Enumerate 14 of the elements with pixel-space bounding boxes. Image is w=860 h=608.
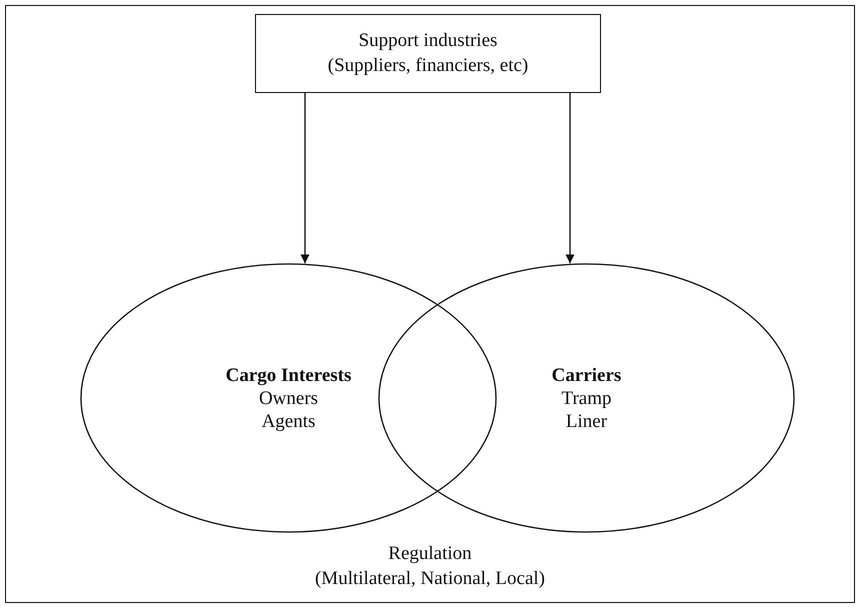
ellipse-text: Owners Agents	[258, 386, 318, 432]
ellipse-heading: Carriers	[552, 364, 622, 386]
frame-box	[5, 5, 855, 603]
box-subtext: (Multilateral, National, Local)	[314, 567, 546, 590]
ellipse-text: Tramp Liner	[562, 386, 612, 432]
box-heading: Support industries	[358, 29, 498, 52]
process-box	[255, 14, 601, 93]
box-heading: Regulation	[388, 542, 472, 565]
arrow	[566, 93, 574, 264]
ellipse	[80, 263, 497, 533]
arrow	[300, 93, 310, 264]
ellipse-heading: Cargo Interests	[226, 364, 352, 386]
ellipse	[378, 263, 795, 533]
box-subtext: (Suppliers, financiers, etc)	[328, 54, 528, 77]
